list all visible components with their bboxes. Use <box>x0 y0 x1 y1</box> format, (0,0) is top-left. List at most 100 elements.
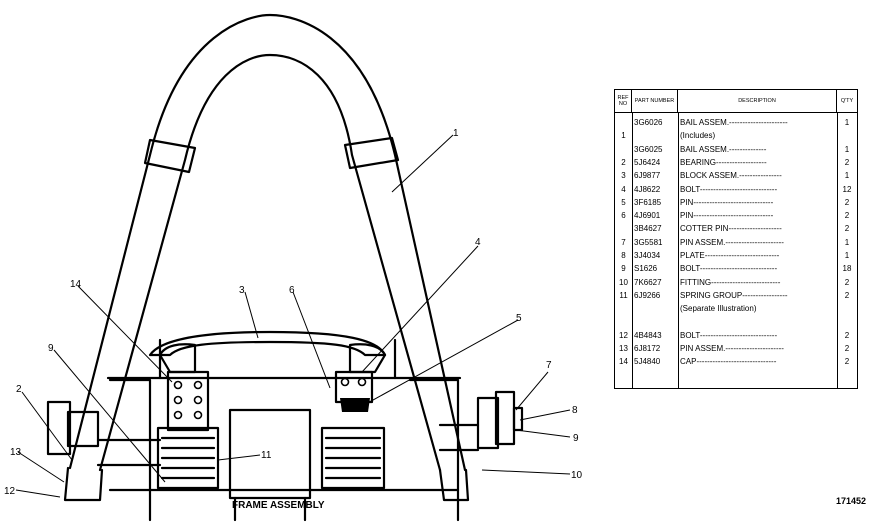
cell-part: 4B4843 <box>634 330 662 340</box>
callout-6: 6 <box>289 285 295 296</box>
cell-desc: PLATE---------------------------- <box>680 251 780 260</box>
cell-ref: 14 <box>619 357 628 367</box>
cell-part: S1626 <box>634 264 658 274</box>
table-row: 6 4J6901 PIN------------------------------… <box>615 210 857 222</box>
cell-qty: 2 <box>844 211 850 221</box>
cell-qty: 2 <box>844 290 850 300</box>
header-ref-no: REF NO <box>615 90 632 112</box>
cell-ref: 5 <box>621 197 626 207</box>
callout-3: 3 <box>239 285 245 296</box>
cell-qty: 2 <box>844 157 850 167</box>
table-row <box>615 317 857 329</box>
right-bolt-plate <box>334 370 374 404</box>
cell-part: 7K6627 <box>634 277 662 287</box>
cell-qty: 1 <box>844 237 850 247</box>
cell-ref: 3 <box>621 171 626 181</box>
cell-part: 4J6901 <box>634 211 661 221</box>
cell-ref: 13 <box>619 344 628 354</box>
table-row: 8 3J4034 PLATE----------------------------… <box>615 250 857 262</box>
cell-ref: 11 <box>619 290 628 300</box>
cell-part: 5J6424 <box>634 157 661 167</box>
cell-desc: (Separate Illustration) <box>680 304 757 314</box>
table-row: 3G6026 BAIL ASSEM.---------------------- 1 <box>615 117 857 129</box>
cell-ref: 6 <box>621 211 626 221</box>
cell-desc: BOLT----------------------------- <box>680 184 778 194</box>
table-row: 11 6J9266 SPRING GROUP----------------- 2 <box>615 290 857 302</box>
callout-10: 10 <box>571 470 583 481</box>
cell-desc: BOLT----------------------------- <box>680 264 778 274</box>
bail-inner-outline <box>98 53 442 472</box>
cell-part: 3B4627 <box>634 224 662 234</box>
parts-table-header: REF NO PART NUMBER DESCRIPTION Q'TY <box>615 90 857 113</box>
left-spring <box>156 426 220 490</box>
cell-qty: 2 <box>844 197 850 207</box>
parts-table-body: 3G6026 BAIL ASSEM.---------------------- 1… <box>615 113 857 389</box>
cell-part: 3J4034 <box>634 251 661 260</box>
cell-ref: 4 <box>621 184 626 194</box>
cell-desc: BAIL ASSEM.---------------------- <box>680 118 788 127</box>
table-row: 3G6025 BAIL ASSEM.-------------- 1 <box>615 144 857 156</box>
cell-desc: FITTING-------------------------- <box>680 277 781 287</box>
table-row: 10 7K6627 FITTING-------------------------… <box>615 277 857 289</box>
callout-1: 1 <box>453 128 459 139</box>
callout-13: 13 <box>10 447 22 458</box>
cell-desc: BEARING------------------- <box>680 157 767 167</box>
cell-part: 3G6026 <box>634 118 663 127</box>
callout-7: 7 <box>546 360 552 371</box>
cell-desc: COTTER PIN-------------------- <box>680 224 782 234</box>
parts-list-table: REF NO PART NUMBER DESCRIPTION Q'TY 3G60… <box>614 89 858 389</box>
cell-part: 6J9266 <box>634 290 661 300</box>
cell-desc: PIN ASSEM.---------------------- <box>680 237 784 247</box>
cell-qty: 2 <box>844 277 850 287</box>
callout-14: 14 <box>70 279 82 290</box>
cell-qty: 1 <box>844 144 850 154</box>
cell-part: 6J8172 <box>634 344 661 354</box>
bail-band-left <box>143 138 197 174</box>
cell-qty: 2 <box>844 224 850 234</box>
callout-8: 8 <box>572 405 578 416</box>
bail-assembly-drawing: 1 2 3 4 5 6 7 8 9 9 10 11 12 13 14 FRAME… <box>4 13 583 522</box>
cell-ref: 1 <box>621 131 626 141</box>
cell-qty: 2 <box>844 357 850 367</box>
right-spring <box>320 426 386 490</box>
callout-2: 2 <box>16 384 22 395</box>
cell-ref: 9 <box>621 264 626 274</box>
table-row: 1 (Includes) <box>615 130 857 142</box>
cell-part: 6J9877 <box>634 171 661 181</box>
cell-part: 3F6185 <box>634 197 662 207</box>
bail-band-right <box>343 136 400 170</box>
cell-ref: 2 <box>621 157 626 167</box>
cell-qty: 1 <box>844 251 850 260</box>
cell-qty: 1 <box>844 171 850 181</box>
callout-11: 11 <box>261 450 272 461</box>
cell-desc: PIN------------------------------ <box>680 197 774 207</box>
cell-desc: (Includes) <box>680 131 716 141</box>
table-row: 3B4627 COTTER PIN-------------------- 2 <box>615 223 857 235</box>
cell-desc: SPRING GROUP----------------- <box>680 290 788 300</box>
cell-desc: PIN------------------------------ <box>680 211 774 221</box>
cell-desc: PIN ASSEM.---------------------- <box>680 344 784 354</box>
callout-9-left: 9 <box>48 343 54 354</box>
cell-qty: 2 <box>844 344 850 354</box>
cell-qty: 12 <box>842 184 852 194</box>
header-part-number: PART NUMBER <box>632 90 678 112</box>
frame-assembly-label: FRAME ASSEMBLY <box>232 500 325 511</box>
cell-qty: 1 <box>844 118 850 127</box>
header-quantity: Q'TY <box>840 98 854 104</box>
table-row: 4 4J8622 BOLT-----------------------------… <box>615 184 857 196</box>
left-bolt-plate <box>166 370 210 432</box>
cell-ref: 10 <box>619 277 628 287</box>
header-description: DESCRIPTION <box>678 90 837 112</box>
cell-ref: 8 <box>621 251 626 260</box>
callout-12: 12 <box>4 486 16 497</box>
cell-part: 3G6025 <box>634 144 663 154</box>
left-hub <box>46 400 72 456</box>
cell-part: 4J8622 <box>634 184 661 194</box>
cell-desc: BAIL ASSEM.-------------- <box>680 144 767 154</box>
cell-ref: 12 <box>619 330 628 340</box>
